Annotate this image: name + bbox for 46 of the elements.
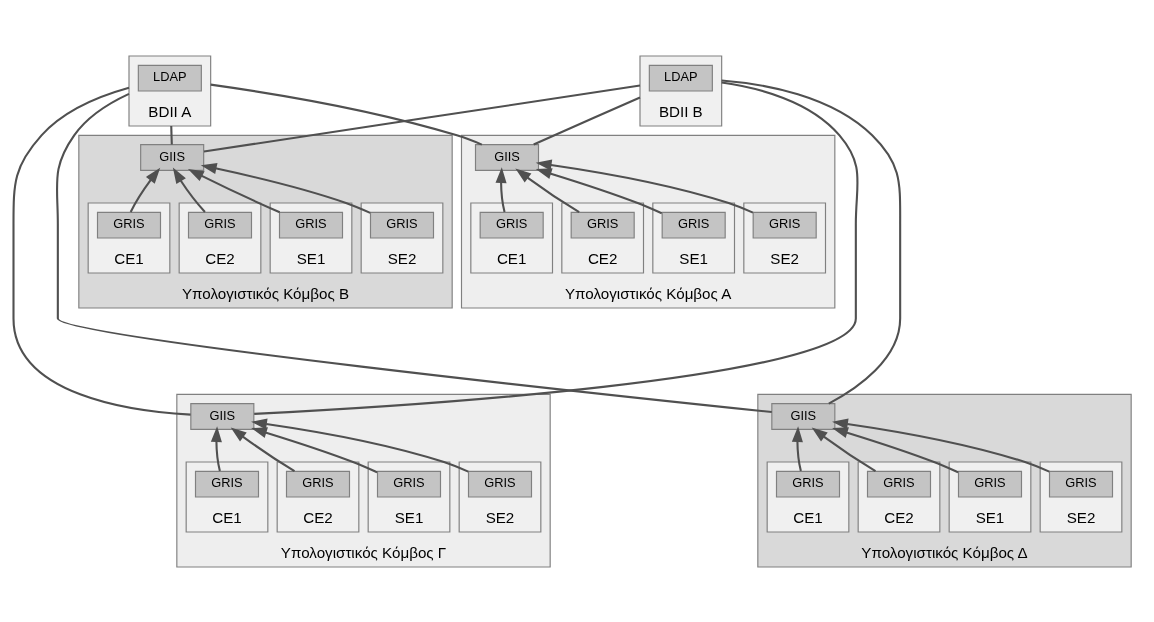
arrow — [230, 426, 296, 472]
arrow — [811, 426, 877, 472]
node-box: GIIS — [474, 143, 540, 171]
arrow — [832, 418, 1050, 473]
arrow — [535, 167, 663, 214]
node-box: GRIS — [775, 470, 841, 498]
node-box: GRIS — [285, 470, 351, 498]
node-box: GRIS — [467, 470, 533, 498]
node-box: GRIS — [752, 211, 817, 239]
arrow — [515, 167, 580, 213]
connector — [533, 95, 641, 145]
arrow — [495, 166, 507, 212]
node-box: GRIS — [661, 211, 726, 239]
node-box: GIIS — [190, 402, 255, 430]
node-box: GRIS — [1048, 470, 1114, 498]
arrow — [832, 426, 959, 473]
node-box: GRIS — [96, 211, 162, 239]
node-box: GRIS — [194, 470, 260, 498]
connector — [203, 84, 641, 153]
arrow — [535, 159, 754, 214]
node-box: GRIS — [278, 211, 344, 239]
connector — [55, 92, 772, 413]
arrow — [251, 426, 378, 473]
connector — [170, 125, 173, 145]
connector — [721, 78, 902, 404]
node-box: GRIS — [866, 470, 932, 498]
node-box: LDAP — [648, 64, 713, 92]
node-box: LDAP — [137, 64, 202, 92]
connector — [12, 86, 191, 416]
arrow — [187, 168, 281, 213]
arrow — [200, 162, 371, 214]
node-box: GRIS — [570, 211, 635, 239]
connector — [210, 83, 483, 146]
node-box: GRIS — [957, 470, 1023, 498]
connector — [254, 81, 859, 415]
node-box: GRIS — [376, 470, 442, 498]
arrow — [791, 425, 803, 471]
arrow — [129, 167, 161, 212]
arrow — [251, 418, 469, 473]
node-box: GRIS — [187, 211, 253, 239]
node-box: GRIS — [479, 211, 544, 239]
arrow — [210, 425, 222, 471]
node-box: GRIS — [369, 211, 435, 239]
arrow — [172, 167, 206, 213]
node-box: GIIS — [140, 143, 205, 171]
node-box: GIIS — [771, 402, 836, 430]
